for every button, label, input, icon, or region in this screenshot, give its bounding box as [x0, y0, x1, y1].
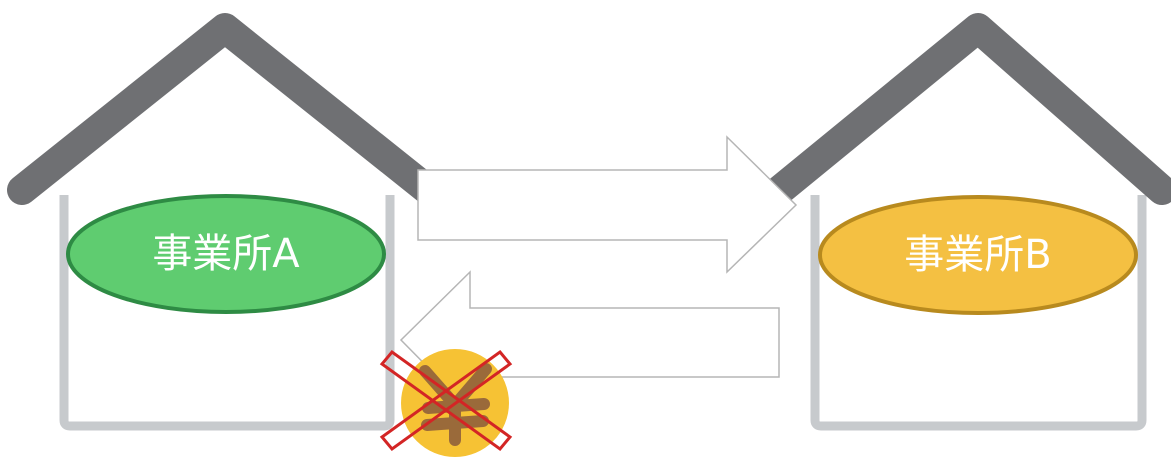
yen-coin-icon	[379, 349, 513, 457]
office-a-node: 事業所A	[66, 194, 386, 314]
office-b-ellipse	[818, 195, 1138, 315]
house-a	[7, 13, 443, 431]
office-b-label: 事業所B	[904, 232, 1051, 278]
arrow-a-to-b	[417, 135, 798, 274]
office-a-label: 事業所A	[152, 231, 300, 277]
house-a-roof	[7, 13, 443, 205]
house-b-roof	[765, 13, 1171, 205]
office-a-ellipse	[66, 194, 386, 314]
house-b	[765, 13, 1171, 431]
house-a-walls	[59, 195, 395, 431]
cross-mark-icon	[379, 349, 513, 452]
house-b-walls	[810, 195, 1147, 431]
office-b-node: 事業所B	[818, 195, 1138, 315]
